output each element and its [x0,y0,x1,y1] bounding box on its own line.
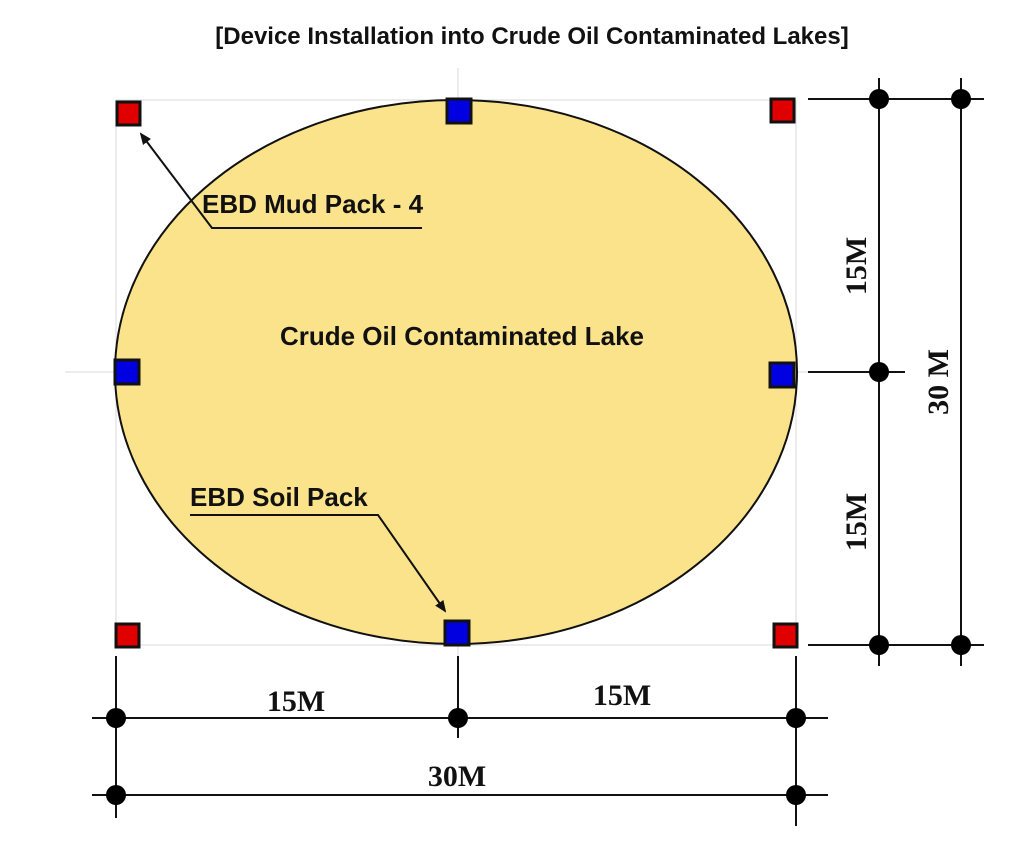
diagram-title: [Device Installation into Crude Oil Cont… [215,23,848,50]
soil-pack-marker-right [768,361,796,389]
mud-pack-marker-bottom-left [114,622,141,649]
mud-pack-markers [114,97,799,649]
right-dimensions: 15M 15M 30 M [808,78,984,666]
mud-pack-marker-bottom-right [772,622,799,649]
right-upper-dimension-label: 15M [840,237,873,295]
soil-pack-markers [113,97,796,647]
mud-pack-leader-arrow [139,132,422,229]
soil-pack-marker-top [445,97,473,125]
dimension-node [106,708,126,728]
soil-pack-label: EBD Soil Pack [190,482,368,512]
right-lower-dimension-label: 15M [840,493,873,551]
soil-pack-marker-left [113,358,141,386]
mud-pack-marker-top-left [115,100,142,127]
dimension-node [786,785,806,805]
bottom-total-dimension-label: 30M [428,760,486,793]
mud-pack-marker-top-right [769,97,796,124]
callout-leaders [139,132,447,613]
bottom-right-dimension-label: 15M [593,679,651,712]
dimension-node [106,785,126,805]
lake-area [114,99,798,645]
dimension-node [448,708,468,728]
soil-pack-leader-arrow [190,514,447,613]
bottom-dimensions: 15M 15M 30M [92,656,828,826]
lake-label: Crude Oil Contaminated Lake [280,321,644,351]
bottom-left-dimension-label: 15M [267,685,325,718]
mud-pack-label: EBD Mud Pack - 4 [202,189,424,219]
dimension-node [951,635,971,655]
right-total-dimension-label: 30 M [922,349,955,415]
dimension-node [869,635,889,655]
dimension-node [869,89,889,109]
dimension-node [869,362,889,382]
dimension-node [951,89,971,109]
dimension-node [786,708,806,728]
soil-pack-marker-bottom [443,619,471,647]
